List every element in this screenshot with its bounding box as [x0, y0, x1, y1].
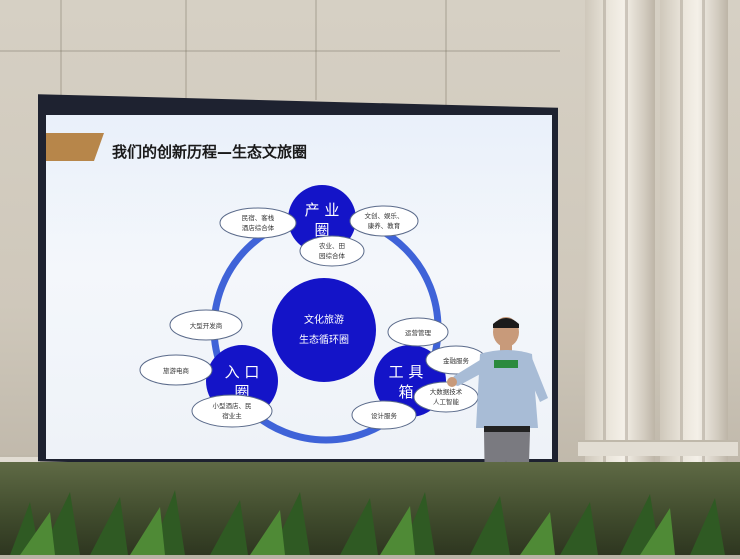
entrance-label-line1: 入 口 [225, 363, 260, 381]
cloud-bubble: 民宿、客栈 酒店综合体 [219, 207, 297, 239]
svg-text:康养、教育: 康养、教育 [368, 221, 401, 230]
industry-label-line1: 产 业 [305, 201, 340, 219]
svg-text:旅游电商: 旅游电商 [163, 366, 190, 375]
svg-text:人工智能: 人工智能 [433, 397, 460, 406]
marble-column-left [585, 0, 655, 470]
svg-text:设计服务: 设计服务 [371, 411, 398, 420]
wall-panel-seam [185, 0, 187, 100]
svg-text:文创、娱乐、: 文创、娱乐、 [365, 211, 404, 220]
center-label-line2: 生态循环圈 [299, 333, 349, 346]
slide-title: 我们的创新历程—生态文旅圈 [112, 143, 307, 161]
svg-text:运营管理: 运营管理 [405, 328, 432, 337]
tools-label-line2: 箱 [398, 383, 413, 401]
svg-text:大数据技术: 大数据技术 [430, 387, 463, 396]
column-base [578, 440, 738, 456]
svg-text:金融服务: 金融服务 [443, 356, 470, 365]
tools-label-line1: 工 具 [389, 363, 424, 381]
wall-panel-seam [0, 50, 560, 52]
wall-panel-seam [445, 0, 447, 110]
svg-text:民宿、客栈: 民宿、客栈 [242, 213, 275, 222]
wall-panel-seam [315, 0, 317, 100]
cloud-bubble: 运营管理 [387, 317, 449, 347]
svg-text:小型酒店、民: 小型酒店、民 [213, 401, 252, 410]
wall-panel-seam [60, 0, 62, 100]
svg-text:园综合体: 园综合体 [319, 251, 346, 260]
title-accent-bar [46, 133, 104, 161]
projector-screen: 我们的创新历程—生态文旅圈 文化旅游 生态循环圈 产 业 圈 入 口 圈 工 具… [46, 115, 552, 459]
svg-text:酒店综合体: 酒店综合体 [242, 223, 275, 232]
cloud-bubble: 小型酒店、民 宿业主 [191, 394, 273, 428]
industry-label-line2: 圈 [314, 221, 329, 239]
cloud-bubble: 农业、田 园综合体 [299, 235, 365, 267]
stage-plants [0, 462, 740, 555]
marble-column-right [660, 0, 728, 470]
center-label-line1: 文化旅游 [304, 313, 344, 326]
svg-text:农业、田: 农业、田 [319, 241, 345, 250]
cloud-bubble: 旅游电商 [139, 354, 213, 386]
svg-text:大型开发商: 大型开发商 [190, 321, 223, 330]
slide-diagram: 我们的创新历程—生态文旅圈 文化旅游 生态循环圈 产 业 圈 入 口 圈 工 具… [46, 133, 487, 444]
svg-text:宿业主: 宿业主 [222, 411, 242, 420]
cloud-bubble: 文创、娱乐、 康养、教育 [349, 205, 419, 237]
cloud-bubble: 大型开发商 [169, 309, 243, 341]
center-circle [272, 278, 376, 382]
cloud-bubble: 设计服务 [351, 400, 417, 430]
